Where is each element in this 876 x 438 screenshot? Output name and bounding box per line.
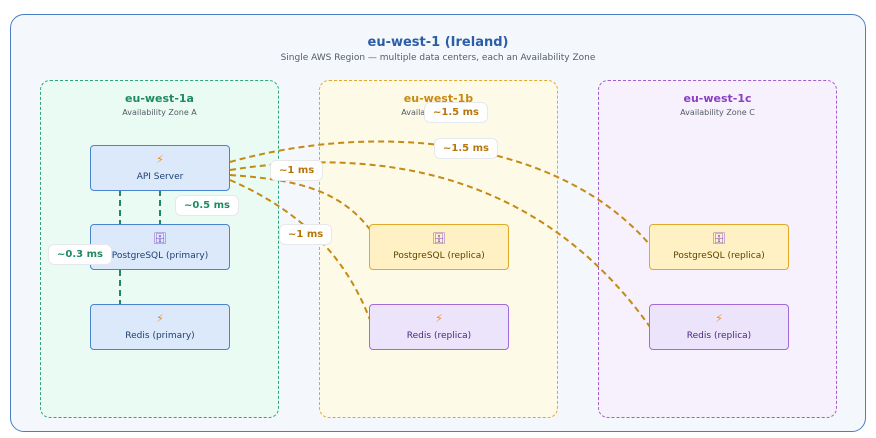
latency-label-redis-replica-b: ~1 ms [279,224,333,245]
database-icon: 🗄 [153,232,167,245]
zone-a-name: eu-west-1a [125,92,194,105]
latency-label-pg-replica-c: ~1.5 ms [424,102,488,123]
zone-c-name: eu-west-1c [683,92,752,105]
bolt-icon: ⚡ [715,312,723,325]
database-icon: 🗄 [432,232,446,245]
redis-primary-label: Redis (primary) [125,331,195,341]
zone-b-name: eu-west-1b [403,92,474,105]
postgres-replica-c-label: PostgreSQL (replica) [673,251,765,261]
redis-replica-c-node[interactable]: ⚡ Redis (replica) [649,304,789,350]
latency-label-pg-primary: ~0.5 ms [175,195,239,216]
postgres-replica-c-node[interactable]: 🗄 PostgreSQL (replica) [649,224,789,270]
redis-replica-b-label: Redis (replica) [406,331,472,341]
latency-label-redis-primary: ~0.3 ms [48,244,112,265]
postgres-replica-b-node[interactable]: 🗄 PostgreSQL (replica) [369,224,509,270]
link-api-redis-replica-b [229,179,373,326]
region-title: eu-west-1 (Ireland) [367,35,509,50]
latency-label-redis-replica-c: ~1.5 ms [434,138,498,159]
zone-a-desc: Availability Zone A [122,108,197,117]
bolt-icon: ⚡ [156,153,164,166]
region-subtitle: Single AWS Region — multiple data center… [280,53,596,63]
latency-label-pg-replica-b: ~1 ms [270,160,324,181]
bolt-icon: ⚡ [435,312,443,325]
api-server-node[interactable]: ⚡ API Server [90,145,230,191]
redis-replica-c-label: Redis (replica) [686,331,752,341]
zone-c-desc: Availability Zone C [680,108,755,117]
bolt-icon: ⚡ [156,312,164,325]
redis-replica-b-node[interactable]: ⚡ Redis (replica) [369,304,509,350]
postgres-replica-b-label: PostgreSQL (replica) [393,251,485,261]
database-icon: 🗄 [712,232,726,245]
postgres-primary-label: PostgreSQL (primary) [111,251,209,261]
postgres-primary-node[interactable]: 🗄 PostgreSQL (primary) [90,224,230,270]
redis-primary-node[interactable]: ⚡ Redis (primary) [90,304,230,350]
api-server-label: API Server [136,172,184,182]
